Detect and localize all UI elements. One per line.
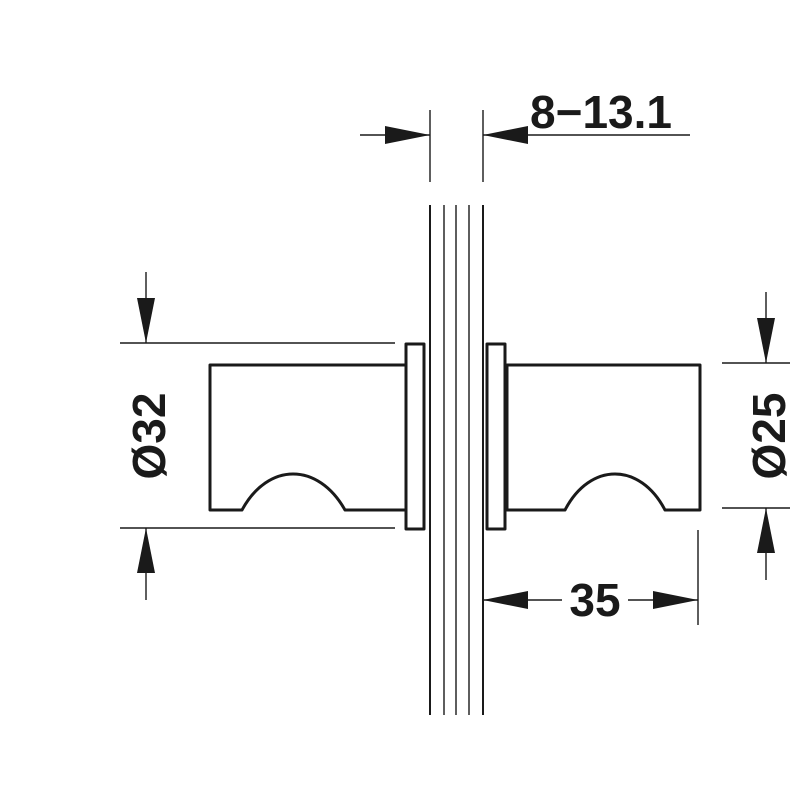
arrow-left-icon xyxy=(483,591,528,609)
arrow-up-icon xyxy=(757,508,775,553)
arrow-down-icon xyxy=(757,318,775,363)
right-washer xyxy=(485,342,507,531)
left-washer xyxy=(404,342,426,531)
inner-diameter-dimension: Ø25 xyxy=(722,292,795,580)
arrow-left-icon xyxy=(483,126,528,144)
glass-thickness-label: 8−13.1 xyxy=(530,86,672,138)
glass-panel xyxy=(429,205,484,715)
projection-label: 35 xyxy=(569,574,620,626)
arrow-down-icon xyxy=(137,298,155,343)
glass-thickness-dimension: 8−13.1 xyxy=(360,86,690,182)
arrow-up-icon xyxy=(137,528,155,573)
inner-diameter-label: Ø25 xyxy=(743,393,795,480)
right-knob-body xyxy=(505,363,702,512)
outer-diameter-label: Ø32 xyxy=(123,393,175,480)
left-knob-body xyxy=(208,363,409,512)
projection-dimension: 35 xyxy=(483,530,699,626)
arrow-right-icon xyxy=(385,126,430,144)
arrow-right-icon xyxy=(653,591,698,609)
outer-diameter-dimension: Ø32 xyxy=(120,272,395,600)
